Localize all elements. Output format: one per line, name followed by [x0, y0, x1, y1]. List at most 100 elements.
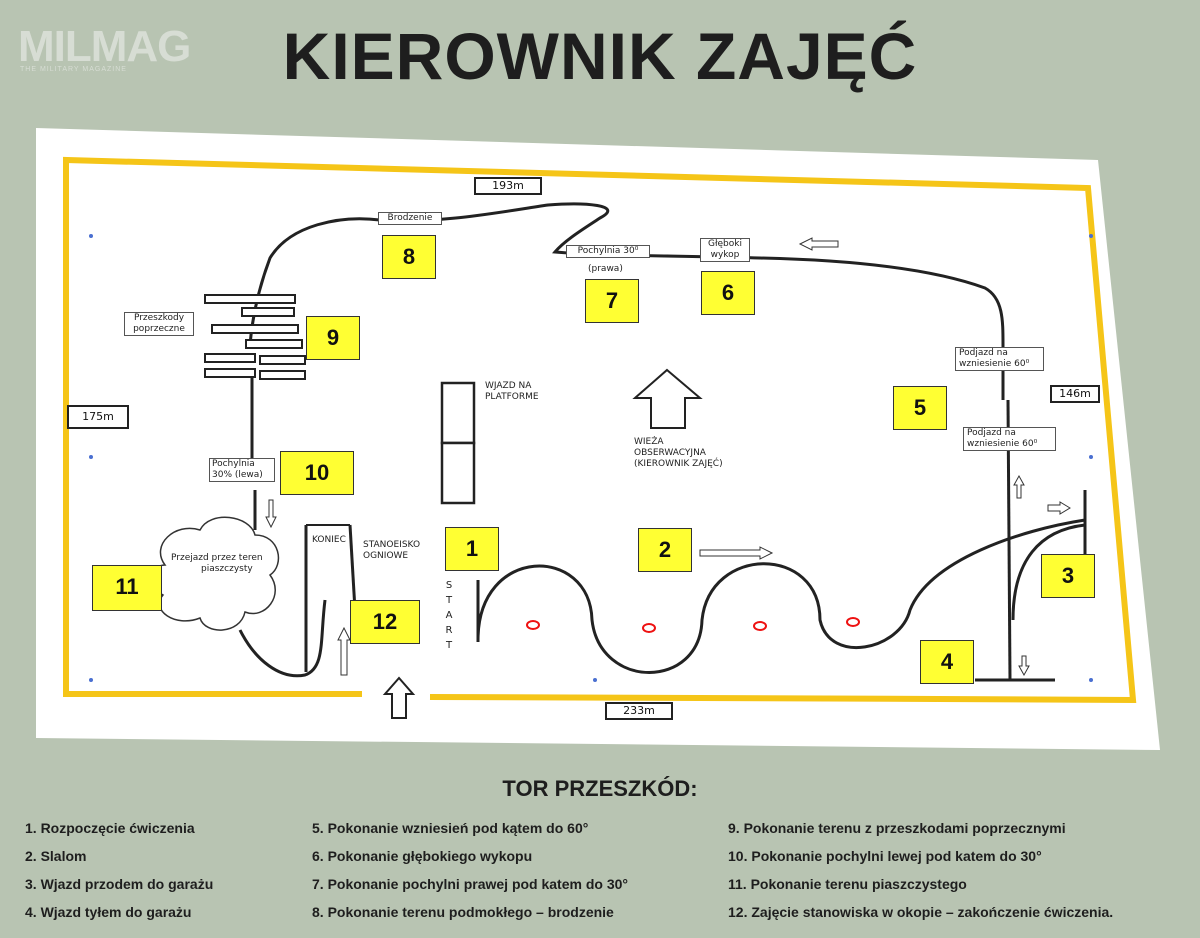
- obstacle-bar: [204, 294, 296, 304]
- start-letter: R: [445, 625, 453, 636]
- obstacle-bar: [245, 339, 303, 349]
- track-border-bottom: [429, 694, 939, 702]
- label-stanowisko-line1: STANOEISKO: [363, 540, 421, 550]
- obstacle-bar: [259, 355, 306, 365]
- station-3: 3: [1041, 554, 1095, 598]
- label-przeszkody-line2: poprzeczne: [133, 324, 185, 334]
- label-piach-line1: Przejazd przez teren: [171, 553, 263, 563]
- legend-item: 6. Pokonanie głębokiego wykopu: [312, 848, 533, 864]
- tower-arrow-icon: [632, 368, 703, 429]
- platform-bottom: [440, 441, 476, 505]
- slalom-cone: [753, 621, 767, 631]
- label-piach: Przejazd przez teren piaszczysty: [171, 553, 263, 575]
- station-12: 12: [350, 600, 420, 644]
- station-10: 10: [280, 451, 354, 495]
- garage-curve: [1011, 523, 1086, 621]
- label-pochylnia-lewa: Pochylnia 30% (lewa): [209, 458, 275, 482]
- platform-top: [440, 381, 476, 445]
- arrow-up-firing-icon: [337, 626, 351, 676]
- distance-top: 193m: [474, 177, 542, 195]
- label-wieza-line3: (KIEROWNIK ZAJĘĆ): [634, 459, 723, 469]
- obstacle-bar: [259, 370, 306, 380]
- obstacle-bar: [211, 324, 299, 334]
- station-8: 8: [382, 235, 436, 279]
- legend-item: 2. Slalom: [25, 848, 87, 864]
- legend-column-3: 9. Pokonanie terenu z przeszkodami poprz…: [728, 818, 1113, 930]
- start-letter: T: [445, 595, 453, 606]
- label-podjazd-b-line1: Podjazd na: [967, 428, 1016, 438]
- label-brodzenie: Brodzenie: [378, 212, 442, 225]
- legend-item: 3. Wjazd przodem do garażu: [25, 876, 214, 892]
- label-gleboki-line1: Głęboki: [707, 239, 742, 249]
- legend-item: 10. Pokonanie pochylni lewej pod katem d…: [728, 848, 1042, 864]
- label-wjazd-line1: WJAZD NA: [485, 381, 532, 391]
- label-podjazd-a-line1: Podjazd na: [959, 348, 1008, 358]
- legend-item: 12. Zajęcie stanowiska w okopie – zakońc…: [728, 904, 1114, 920]
- station-1: 1: [445, 527, 499, 571]
- station-6: 6: [701, 271, 755, 315]
- label-podjazd-a: Podjazd na wzniesienie 60⁰: [955, 347, 1044, 371]
- label-piach-line2: piaszczysty: [201, 564, 253, 574]
- entry-arrow-icon: [382, 676, 416, 719]
- station-11: 11: [92, 565, 162, 611]
- label-podjazd-b-line2: wzniesienie 60⁰: [967, 439, 1038, 449]
- station-2: 2: [638, 528, 692, 572]
- legend-item: 8. Pokonanie terenu podmokłego – brodzen…: [312, 904, 614, 920]
- label-wieza-line2: OBSERWACYJNA: [634, 448, 706, 458]
- legend-item: 7. Pokonanie pochylni prawej pod katem d…: [312, 876, 629, 892]
- label-pochylnia-lewa-line2: 30% (lewa): [212, 470, 263, 480]
- legend-item: 1. Rozpoczęcie ćwiczenia: [25, 820, 195, 836]
- label-pochylnia-prawa-line1: Pochylnia 30⁰: [577, 246, 639, 256]
- track-border: [63, 156, 1137, 704]
- slalom-cone: [846, 617, 860, 627]
- sand-route: [238, 599, 327, 678]
- legend-title: TOR PRZESZKÓD:: [502, 776, 698, 801]
- arrow-right-icon: [699, 546, 774, 560]
- station-4: 4: [920, 640, 974, 684]
- label-koniec: KONIEC: [312, 535, 346, 545]
- distance-bottom: 233m: [605, 702, 673, 720]
- label-wieza-line1: WIEŻA: [634, 437, 664, 447]
- legend-item: 5. Pokonanie wzniesień pod kątem do 60°: [312, 820, 589, 836]
- obstacle-bar: [241, 307, 295, 317]
- cross-obstacles: [204, 294, 306, 380]
- start-letter: A: [445, 610, 453, 621]
- obstacle-bar: [204, 353, 256, 363]
- distance-left: 175m: [67, 405, 129, 429]
- milmag-logo-subtitle: THE MILITARY MAGAZINE: [20, 66, 127, 73]
- start-letter: S: [445, 580, 453, 591]
- distance-right: 146m: [1050, 385, 1100, 403]
- arrow-up-icon: [1013, 474, 1025, 499]
- label-start: S T A R T: [443, 578, 455, 653]
- corner-dots: [89, 234, 1093, 682]
- firing-wall-right: [348, 524, 357, 611]
- label-gleboki-line2: wykop: [710, 250, 740, 260]
- arrow-down-icon: [1018, 655, 1030, 677]
- milmag-logo: MILMAG: [18, 22, 191, 71]
- label-podjazd-b: Podjazd na wzniesienie 60⁰: [963, 427, 1056, 451]
- page-title: KIEROWNIK ZAJĘĆ: [282, 19, 918, 93]
- label-gleboki-wykop: Głęboki wykop: [700, 238, 750, 262]
- legend-column-1: 1. Rozpoczęcie ćwiczenia 2. Slalom 3. Wj…: [25, 818, 213, 930]
- slalom-cone: [526, 620, 540, 630]
- map-paper: [36, 128, 1160, 750]
- slalom-path: [476, 518, 1086, 674]
- legend-item: 4. Wjazd tyłem do garażu: [25, 904, 192, 920]
- station-9: 9: [306, 316, 360, 360]
- arrow-down-small-icon: [265, 499, 277, 529]
- station-5: 5: [893, 386, 947, 430]
- label-podjazd-a-line2: wzniesienie 60⁰: [959, 359, 1030, 369]
- label-przeszkody: Przeszkody poprzeczne: [124, 312, 194, 336]
- start-letter: T: [445, 640, 453, 651]
- legend-column-2: 5. Pokonanie wzniesień pod kątem do 60° …: [312, 818, 628, 930]
- label-wjazd: WJAZD NA PLATFORME: [485, 381, 539, 403]
- arrow-right-small-icon: [1047, 501, 1071, 515]
- label-wieza: WIEŻA OBSERWACYJNA (KIEROWNIK ZAJĘĆ): [634, 437, 723, 470]
- route-top: [248, 202, 1005, 400]
- slalom-cone: [642, 623, 656, 633]
- legend-item: 9. Pokonanie terenu z przeszkodami poprz…: [728, 820, 1066, 836]
- station-7: 7: [585, 279, 639, 323]
- label-stanowisko-line2: OGNIOWE: [363, 551, 409, 561]
- label-pochylnia-prawa: Pochylnia 30⁰: [566, 245, 650, 258]
- label-pochylnia-lewa-line1: Pochylnia: [212, 459, 255, 469]
